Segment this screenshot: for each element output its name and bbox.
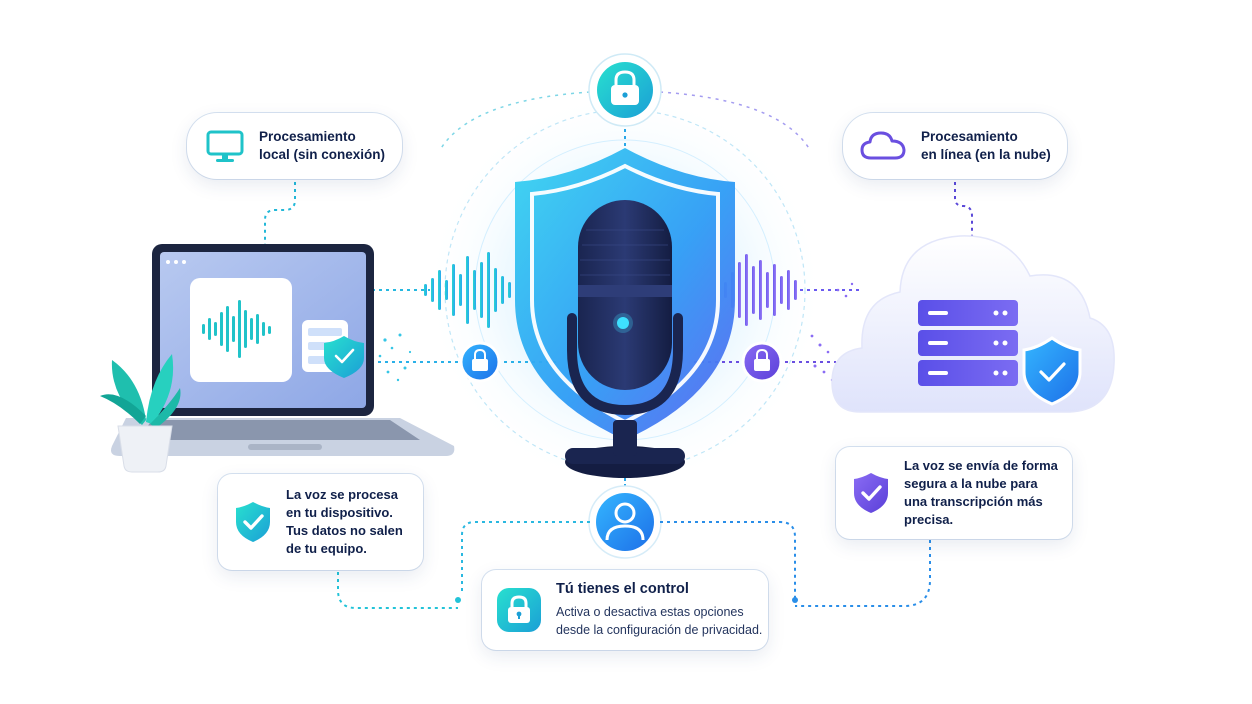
user-badge xyxy=(588,478,662,559)
cloud-note-line-2: segura a la nube para xyxy=(904,476,1038,491)
control-line-1: Activa o desactiva estas opciones xyxy=(556,605,744,619)
plant-icon xyxy=(100,354,181,473)
lock-icon xyxy=(496,587,542,633)
device-processing-note: La voz se procesa en tu dispositivo. Tus… xyxy=(218,474,423,570)
online-processing-card: Procesamiento en línea (en la nube) xyxy=(843,113,1067,179)
microphone-icon xyxy=(565,200,685,478)
device-note-line-4: de tu equipo. xyxy=(286,541,367,556)
online-title-line-2: en línea (en la nube) xyxy=(921,147,1051,162)
device-note-line-3: Tus datos no salen xyxy=(286,523,403,538)
user-control-card: Tú tienes el control Activa o desactiva … xyxy=(482,570,768,650)
left-lock-badge xyxy=(459,341,501,383)
top-lock-badge xyxy=(588,53,662,127)
local-title-line-2: local (sin conexión) xyxy=(259,147,386,162)
right-lock-badge xyxy=(741,341,783,383)
monitor-icon xyxy=(205,128,245,164)
sound-wave-left xyxy=(424,252,511,328)
laptop-icon xyxy=(111,244,455,456)
cloud-processing-note: La voz se envía de forma segura a la nub… xyxy=(836,447,1072,539)
cloud-server-icon xyxy=(831,235,1115,413)
shield-check-icon xyxy=(234,500,272,544)
cloud-note-line-1: La voz se envía de forma xyxy=(904,458,1058,473)
cloud-icon xyxy=(859,129,907,163)
control-line-2: desde la configuración de privacidad. xyxy=(556,623,763,637)
local-processing-card: Procesamiento local (sin conexión) xyxy=(187,113,402,179)
cloud-note-line-3: una transcripción más xyxy=(904,494,1043,509)
device-note-line-2: en tu dispositivo. xyxy=(286,505,393,520)
particles-left xyxy=(378,333,412,382)
control-title: Tú tienes el control xyxy=(556,581,689,597)
online-title-line-1: Procesamiento xyxy=(921,129,1018,144)
shield-check-icon xyxy=(852,471,890,515)
local-title-line-1: Procesamiento xyxy=(259,129,356,144)
cloud-note-line-4: precisa. xyxy=(904,512,954,527)
device-note-line-1: La voz se procesa xyxy=(286,487,398,502)
